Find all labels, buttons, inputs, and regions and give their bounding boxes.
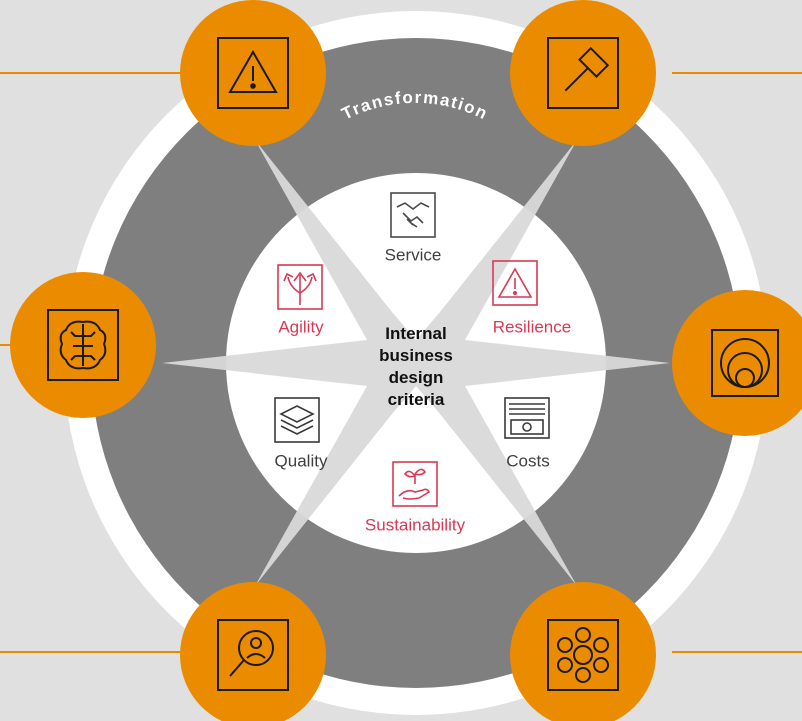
center-line: design	[388, 368, 444, 387]
criteria-label-agility: Agility	[278, 317, 324, 337]
search-person-icon	[217, 619, 289, 691]
outer-node-top-right	[510, 0, 656, 146]
center-line: criteria	[387, 390, 445, 409]
criteria-label-quality: Quality	[274, 451, 328, 471]
outer-node-bottom-left	[180, 582, 326, 721]
target-circles-icon	[711, 329, 779, 397]
plant-hand-icon	[392, 461, 438, 507]
gavel-icon	[547, 37, 619, 109]
warning-icon	[492, 260, 538, 306]
criteria-label-sustainability: Sustainability	[364, 515, 466, 535]
outer-node-right	[672, 290, 802, 436]
hexagon-network-icon	[547, 619, 619, 691]
criteria-label-service: Service	[384, 245, 442, 265]
handshake-icon	[390, 192, 436, 238]
arrows-split-icon	[277, 264, 323, 310]
cash-icon	[504, 397, 550, 439]
outer-node-bottom-right	[510, 582, 656, 721]
outer-node-top-left	[180, 0, 326, 146]
outer-node-left	[10, 272, 156, 418]
center-title: Internal business design criteria	[361, 323, 471, 411]
layers-icon	[274, 397, 320, 443]
warning-icon	[217, 37, 289, 109]
criteria-label-costs: Costs	[506, 451, 550, 471]
center-line: Internal	[385, 324, 447, 343]
center-line: business	[379, 346, 453, 365]
brain-circuit-icon	[47, 309, 119, 381]
star-shape	[162, 140, 670, 586]
criteria-label-resilience: Resilience	[492, 317, 572, 337]
